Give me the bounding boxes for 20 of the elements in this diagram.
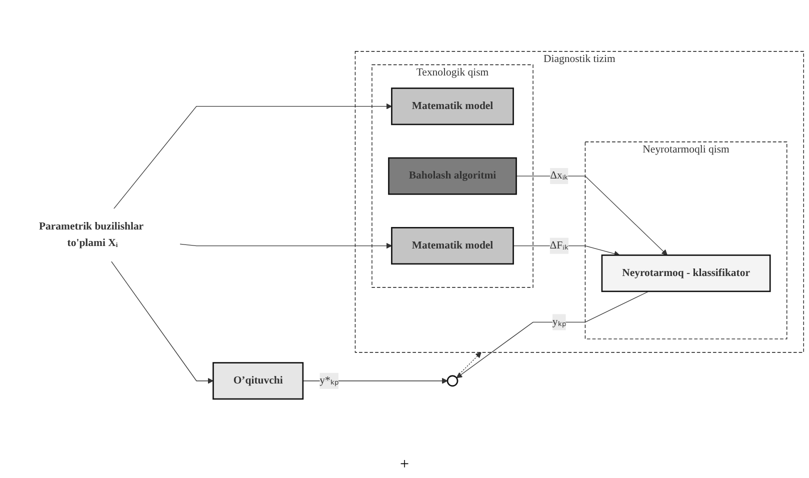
node-circle — [446, 375, 458, 386]
arrow — [113, 103, 392, 210]
edge-label: ΔFᵢₖ — [550, 240, 568, 251]
arrow — [457, 352, 482, 376]
sign-label: + — [400, 456, 410, 473]
edge-label: Δxᵢₖ — [550, 170, 568, 182]
node-box: O’qituvchi — [212, 362, 304, 400]
arrow — [512, 245, 620, 256]
arrow — [110, 260, 214, 384]
node-box: Baholash algoritmi — [388, 157, 517, 195]
arrow — [456, 290, 650, 378]
arrow — [302, 378, 448, 384]
node-box: Matematik model — [391, 226, 514, 264]
node-box: Neyrotarmoq - klassifikator — [601, 254, 771, 292]
node-text: Parametrik buzilishlar to'plami Xᵢ — [38, 220, 144, 248]
edge-label: y*ₖₚ — [320, 374, 338, 386]
node-box: Matematik model — [391, 87, 514, 125]
edge-label: yₖₚ — [552, 316, 566, 328]
arrow — [179, 242, 392, 249]
arrow — [516, 176, 668, 256]
